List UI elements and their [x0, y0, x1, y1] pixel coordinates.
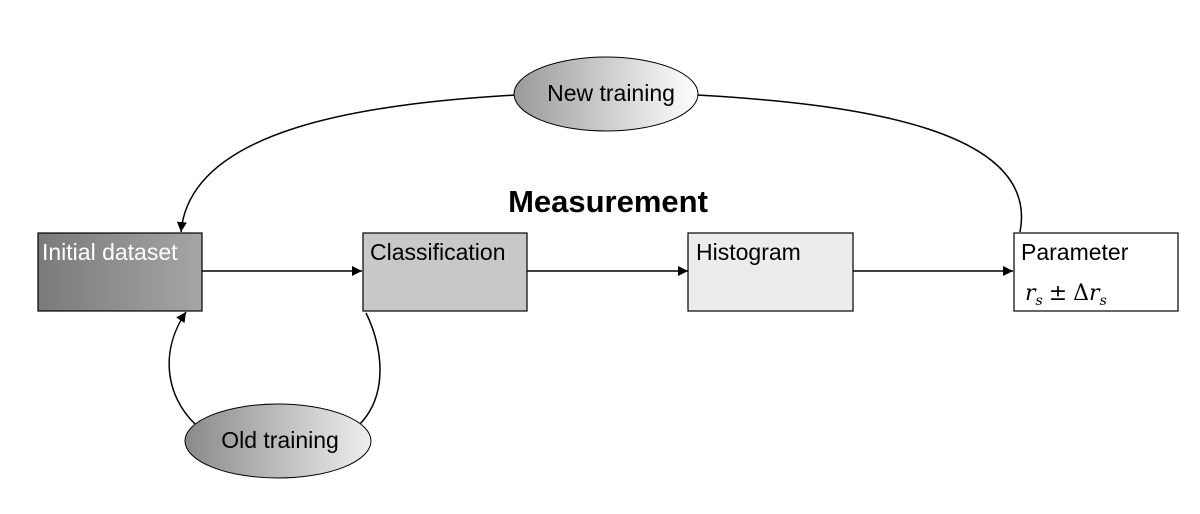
- ellipse-new-training: New training: [513, 56, 699, 132]
- old-training-curve-left: [168, 311, 196, 425]
- box-initial-dataset: Initial dataset: [37, 232, 203, 312]
- box-histogram-label: Histogram: [696, 239, 801, 265]
- box-initial-dataset-label: Initial dataset: [42, 239, 178, 265]
- new-training-curve-left: [176, 94, 517, 233]
- ellipse-new-training-label: New training: [547, 80, 675, 106]
- old-training-curve-right: [357, 312, 381, 427]
- box-parameter-label: Parameter: [1021, 239, 1129, 265]
- box-parameter: Parameter rs±Δrs: [1013, 232, 1179, 312]
- ellipse-old-training: Old training: [184, 403, 372, 479]
- box-classification-label: Classification: [370, 239, 506, 265]
- ellipse-old-training-label: Old training: [221, 427, 339, 453]
- new-training-curve-right: [696, 94, 1023, 233]
- box-histogram: Histogram: [687, 232, 854, 312]
- parameter-formula: rs±Δrs: [1025, 281, 1107, 309]
- box-classification: Classification: [362, 232, 528, 312]
- diagram-title: Measurement: [508, 184, 708, 219]
